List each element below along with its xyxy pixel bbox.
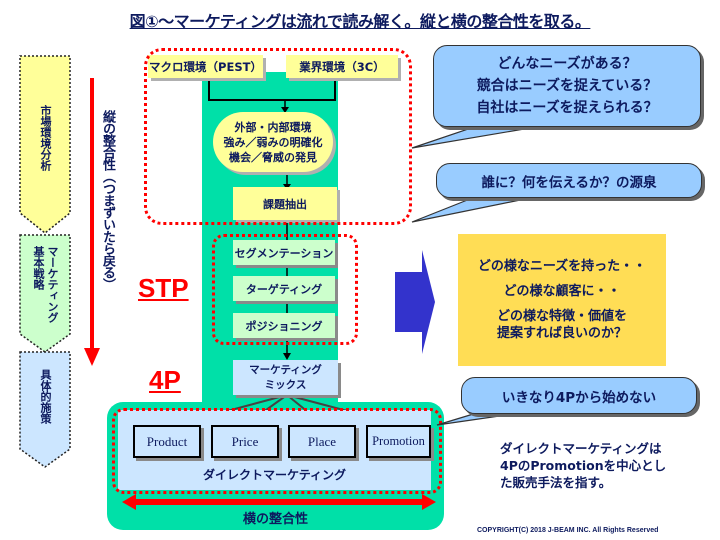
stage-arrow-shape bbox=[19, 351, 71, 468]
summary-line: どの様な特徴・価値を bbox=[496, 309, 627, 324]
stage-label: 基本戦略 bbox=[32, 246, 45, 290]
direct-marketing-note: ダイレクトマーケティングは 4PのPromotionを中心とし た販売手法を指す… bbox=[500, 440, 666, 491]
bubble-line: 競合はニーズを捉えている？ bbox=[476, 78, 658, 94]
product-box: Product bbox=[133, 425, 201, 458]
analysis-line: 機会／脅威の発見 bbox=[229, 150, 317, 164]
direct-marketing-label: ダイレクトマーケティング bbox=[202, 468, 347, 482]
stage-label: 市場環境分析 bbox=[39, 105, 52, 171]
environment-analysis-region bbox=[144, 48, 412, 225]
stp-label: STP bbox=[138, 273, 189, 303]
analysis-line: 外部・内部環境 bbox=[234, 120, 312, 134]
summary-line: どの様なニーズを持った・・ bbox=[477, 259, 647, 274]
source-bubble: 誰に？何を伝えるか？の源泉 bbox=[436, 163, 702, 198]
bubble-line: どんなニーズがある？ bbox=[497, 56, 637, 72]
bubble-line: 自社はニーズを捉えられる？ bbox=[476, 100, 658, 116]
marketing-mix-line: マーケティング bbox=[249, 363, 322, 376]
industry-environment-box: 業界環境（3C） bbox=[286, 55, 398, 78]
analysis-oval: 外部・内部環境 強み／弱みの明確化 機会／脅威の発見 bbox=[213, 112, 333, 172]
note-line: 4PのPromotionを中心とし bbox=[500, 458, 667, 473]
stage-arrow-shape bbox=[19, 55, 71, 234]
vertical-consistency-label: 縦の整合性（つまずいたら戻る） bbox=[100, 110, 115, 290]
marketing-mix-box: マーケティング ミックス bbox=[233, 360, 338, 395]
segmentation-step: セグメンテーション bbox=[233, 240, 335, 265]
page-title: 図①～マーケティングは流れで読み解く。縦と横の整合性を取る。 bbox=[129, 12, 591, 31]
issue-extraction-box: 課題抽出 bbox=[233, 187, 337, 220]
copyright: COPYRIGHT(C) 2018 J-BEAM INC. All Rights… bbox=[477, 527, 659, 534]
positioning-step: ポジショニング bbox=[233, 313, 335, 338]
place-box: Place bbox=[288, 425, 356, 458]
not-4p-bubble: いきなり4Pから始めない bbox=[461, 377, 697, 414]
stage-label: 具体的施策 bbox=[39, 369, 52, 424]
stage-concrete-measures: 具体的施策 bbox=[19, 351, 71, 469]
note-line: た販売手法を指す。 bbox=[500, 475, 612, 490]
marketing-mix-line: ミックス bbox=[264, 378, 307, 391]
horizontal-arrow bbox=[122, 494, 436, 510]
targeting-step: ターゲティング bbox=[233, 276, 335, 301]
right-arrow-icon bbox=[395, 250, 435, 354]
macro-environment-box: マクロ環境（PEST） bbox=[148, 55, 263, 78]
stage-market-analysis: 市場環境分析 bbox=[19, 55, 71, 235]
stage-marketing-strategy: マーケティング 基本戦略 bbox=[19, 234, 71, 354]
horizontal-consistency-label: 横の整合性 bbox=[242, 512, 308, 527]
summary-panel: どの様なニーズを持った・・ どの様な顧客に・・ どの様な特徴・価値を 提案すれば… bbox=[458, 234, 666, 366]
stage-label: マーケティング bbox=[46, 246, 59, 323]
price-box: Price bbox=[211, 425, 279, 458]
summary-line: どの様な顧客に・・ bbox=[503, 284, 621, 299]
fourp-label: 4P bbox=[149, 365, 181, 395]
needs-bubble: どんなニーズがある？ 競合はニーズを捉えている？ 自社はニーズを捉えられる？ bbox=[433, 45, 701, 127]
promotion-box: Promotion bbox=[366, 425, 431, 458]
vertical-arrow bbox=[84, 78, 100, 366]
direct-marketing-region bbox=[112, 408, 442, 494]
stage-arrow-shape bbox=[19, 234, 71, 353]
summary-line: 提案すれば良いのか？ bbox=[496, 326, 627, 341]
note-line: ダイレクトマーケティングは bbox=[500, 441, 662, 456]
analysis-line: 強み／弱みの明確化 bbox=[223, 135, 323, 149]
stp-region bbox=[212, 234, 358, 345]
